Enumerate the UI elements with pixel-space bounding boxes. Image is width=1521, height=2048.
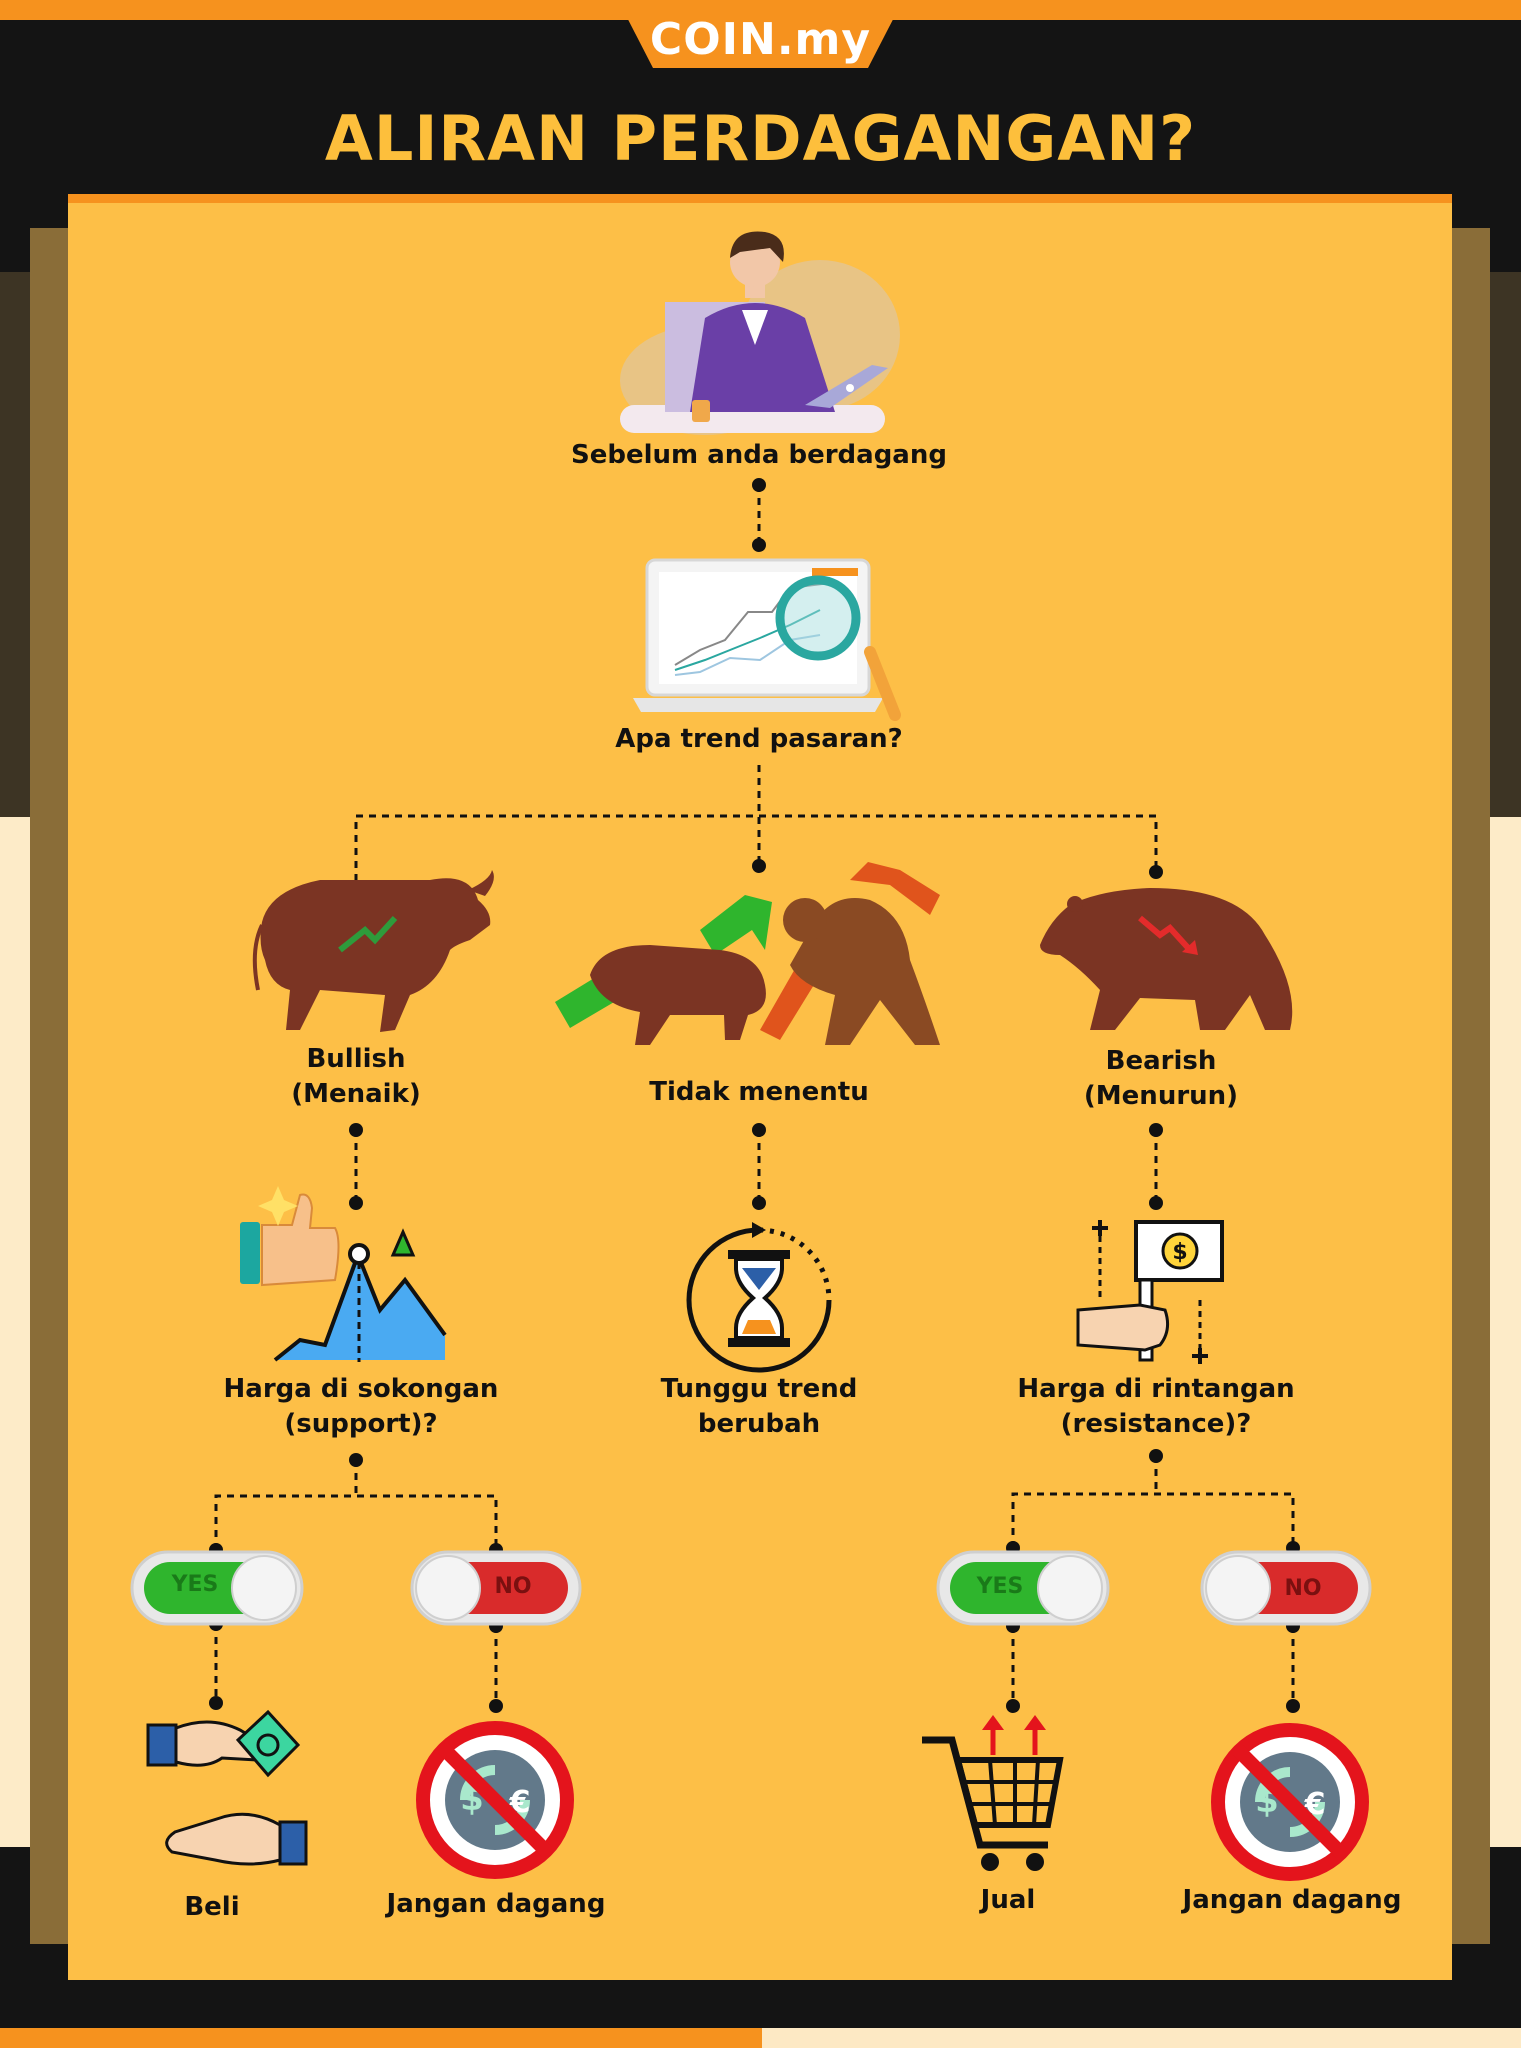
node-bullish-label: Bullish (Menaik) (291, 1044, 421, 1109)
brand-logo[interactable]: COIN.my (649, 14, 872, 65)
no-trade-icon-left: $ € (416, 1721, 574, 1879)
toggle-no-right-label[interactable]: NO (1284, 1576, 1322, 1601)
support-chart-thumbs-up-icon (240, 1186, 447, 1362)
side-panel-left (30, 228, 68, 1944)
node-buy-label: Beli (184, 1892, 240, 1922)
no-trade-icon-right: $ € (1211, 1723, 1369, 1881)
node-no-trade-left-label: Jangan dagang (386, 1889, 606, 1919)
logo-tab (618, 0, 903, 68)
side-panel-right (1452, 228, 1490, 1944)
toggle-yes-right-label[interactable]: YES (976, 1574, 1024, 1599)
resistance-sign-hand-icon: $ (1076, 1220, 1224, 1364)
node-sideways-label: Tidak menentu (649, 1077, 869, 1107)
bull-vs-bear-icon (555, 862, 940, 1045)
toggle-yes-right (936, 1550, 1110, 1626)
cart-up-arrows-icon (922, 1715, 1064, 1871)
bottom-accent-bar-right (762, 2028, 1521, 2048)
node-sell-label: Jual (980, 1885, 1036, 1915)
node-resistance-label: Harga di rintangan (resistance)? (1017, 1374, 1295, 1439)
toggle-no-right (1200, 1550, 1372, 1626)
bear-icon (1040, 888, 1293, 1030)
svg-text:$: $ (1172, 1240, 1187, 1265)
toggle-yes-left-label[interactable]: YES (171, 1572, 219, 1597)
page-title: ALIRAN PERDAGANGAN? (324, 102, 1197, 175)
laptop-chart-magnifier-icon (633, 558, 901, 721)
node-support-label: Harga di sokongan (support)? (223, 1374, 499, 1439)
toggle-no-left (410, 1550, 582, 1626)
toggle-no-left-label[interactable]: NO (494, 1574, 532, 1599)
toggle-yes-left (130, 1550, 304, 1626)
connectors (214, 485, 1295, 1706)
node-wait-label: Tunggu trend berubah (660, 1374, 858, 1439)
trader-at-laptop-icon (620, 231, 900, 435)
hands-money-icon (146, 1709, 308, 1866)
hourglass-icon (686, 1222, 832, 1373)
bottom-accent-bar-left (0, 2028, 762, 2048)
bull-icon (252, 870, 494, 1032)
node-no-trade-right-label: Jangan dagang (1182, 1885, 1402, 1915)
node-bearish-label: Bearish (Menurun) (1083, 1046, 1239, 1111)
node-trend-label: Apa trend pasaran? (615, 724, 903, 754)
node-start-label: Sebelum anda berdagang (571, 440, 947, 470)
